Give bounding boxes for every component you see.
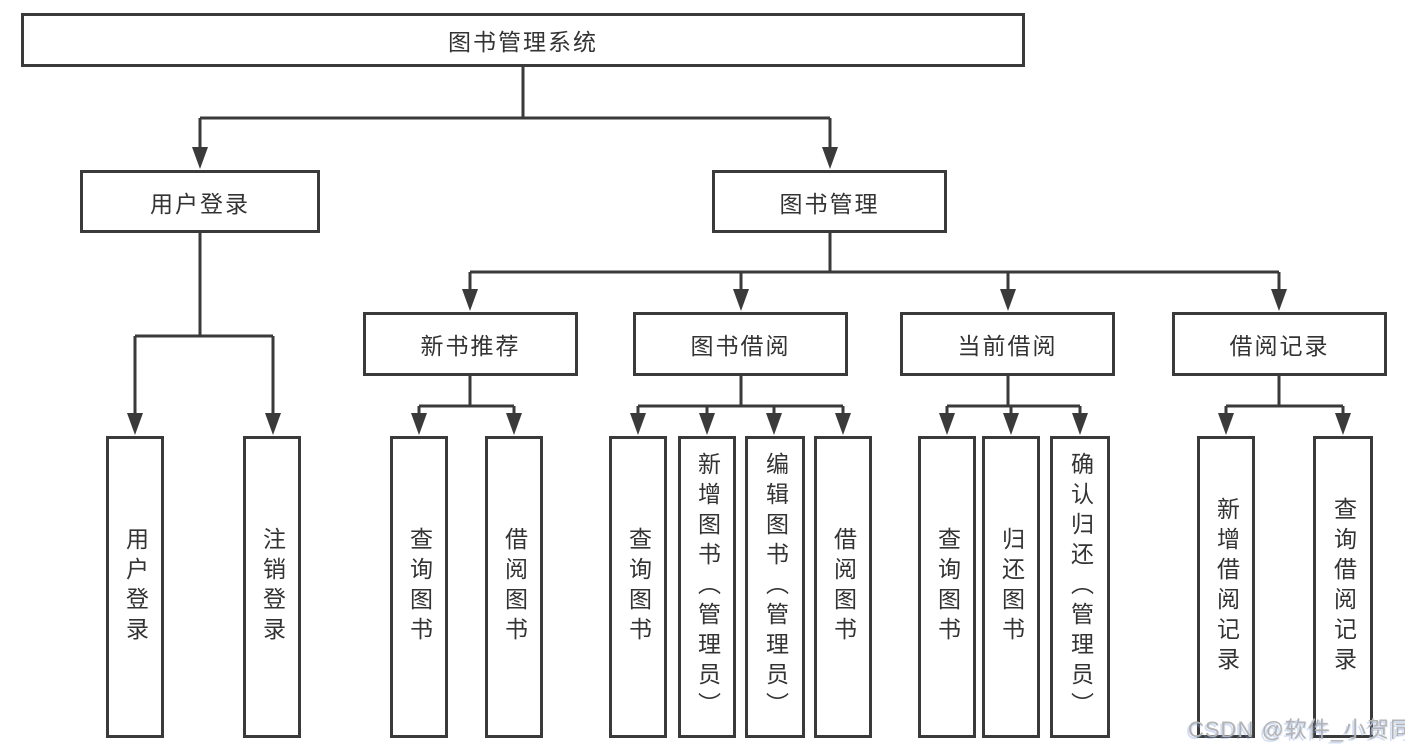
leaf-query-books-borrowing: 查询图书 xyxy=(609,436,667,738)
leaf-label: 编辑图书（管理员） xyxy=(762,452,789,722)
node-label: 图书管理系统 xyxy=(448,29,598,55)
node-label: 借阅记录 xyxy=(1229,333,1330,359)
connector-book-management-children xyxy=(462,232,1287,311)
leaf-query-books-recommend: 查询图书 xyxy=(390,436,448,738)
leaf-query-books-current: 查询图书 xyxy=(918,436,976,738)
leaf-add-book-admin: 新增图书（管理员） xyxy=(678,436,736,738)
connector-current-borrowing-children xyxy=(939,376,1088,435)
csdn-watermark: CSDN @软件_小贺同学 xyxy=(1188,717,1405,742)
leaf-label: 归还图书 xyxy=(998,527,1025,647)
leaf-user-login: 用户登录 xyxy=(106,436,164,738)
leaf-label: 借阅图书 xyxy=(830,527,857,647)
leaf-label: 用户登录 xyxy=(122,527,149,647)
connector-new-book-recommend-children xyxy=(411,376,522,435)
node-user-login: 用户登录 xyxy=(80,170,320,233)
leaf-label: 注销登录 xyxy=(259,527,286,647)
node-new-book-recommend: 新书推荐 xyxy=(363,312,578,376)
connector-user-login-children xyxy=(127,233,281,435)
leaf-label: 查询图书 xyxy=(625,527,652,647)
leaf-confirm-return-admin: 确认归还（管理员） xyxy=(1050,436,1110,738)
leaf-query-borrow-record: 查询借阅记录 xyxy=(1313,436,1373,738)
leaf-label: 查询图书 xyxy=(934,527,961,647)
node-book-borrowing: 图书借阅 xyxy=(633,312,848,376)
connector-root-to-level2 xyxy=(192,67,838,169)
leaf-label: 借阅图书 xyxy=(501,527,528,647)
leaf-label: 确认归还（管理员） xyxy=(1067,452,1094,722)
node-current-borrowing: 当前借阅 xyxy=(900,312,1115,376)
node-label: 图书管理 xyxy=(779,190,880,217)
leaf-label: 新增图书（管理员） xyxy=(694,452,721,722)
leaf-label: 新增借阅记录 xyxy=(1213,497,1240,677)
leaf-edit-book-admin: 编辑图书（管理员） xyxy=(745,436,805,738)
node-label: 新书推荐 xyxy=(420,333,521,359)
leaf-borrow-books-recommend: 借阅图书 xyxy=(485,436,543,738)
node-label: 用户登录 xyxy=(150,190,250,217)
node-label: 当前借阅 xyxy=(957,333,1058,359)
connector-borrowing-records-children xyxy=(1218,376,1351,435)
leaf-add-borrow-record: 新增借阅记录 xyxy=(1197,436,1255,738)
node-library-management-system: 图书管理系统 xyxy=(21,13,1025,67)
leaf-label: 查询图书 xyxy=(406,527,433,647)
connector-book-borrowing-children xyxy=(630,376,851,435)
node-book-management: 图书管理 xyxy=(712,170,947,233)
node-label: 图书借阅 xyxy=(690,333,791,359)
leaf-label: 查询借阅记录 xyxy=(1330,497,1357,677)
leaf-return-book: 归还图书 xyxy=(982,436,1040,738)
leaf-borrow-books: 借阅图书 xyxy=(814,436,872,738)
leaf-logout: 注销登录 xyxy=(243,436,301,738)
node-borrowing-records: 借阅记录 xyxy=(1172,312,1387,376)
